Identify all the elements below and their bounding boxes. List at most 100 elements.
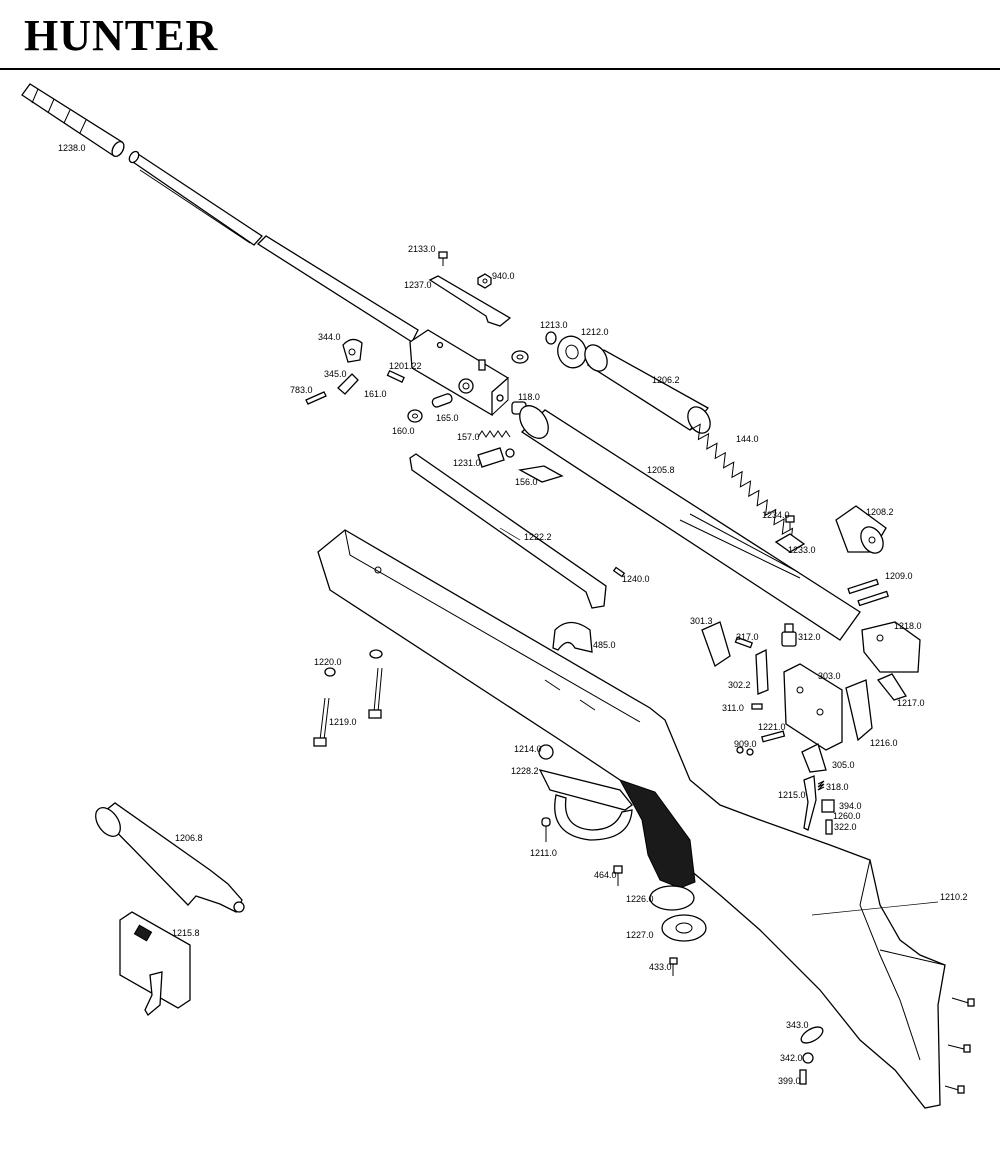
part-screw-322 bbox=[825, 819, 833, 835]
part-label: 322.0 bbox=[834, 822, 857, 832]
page-title: HUNTER bbox=[24, 11, 219, 60]
part-label: 1218.0 bbox=[894, 621, 922, 631]
part-spring-157 bbox=[477, 430, 511, 438]
part-label: 1206.8 bbox=[175, 833, 203, 843]
part-trigger-guard-1228 bbox=[538, 744, 633, 841]
part-label: 1210.2 bbox=[940, 892, 968, 902]
part-label: 302.2 bbox=[728, 680, 751, 690]
part-label: 1220.0 bbox=[314, 657, 342, 667]
part-label: 1201.22 bbox=[389, 361, 422, 371]
part-nut-940 bbox=[477, 273, 492, 289]
part-washer-160 bbox=[407, 409, 423, 423]
part-nut-312 bbox=[781, 623, 797, 647]
part-trigger-305 bbox=[801, 743, 827, 773]
part-label: 1233.0 bbox=[788, 545, 816, 555]
part-label: 1240.0 bbox=[622, 574, 650, 584]
part-compression-tube-1205 bbox=[519, 405, 861, 641]
part-label: 312.0 bbox=[798, 632, 821, 642]
part-label: 1260.0 bbox=[833, 811, 861, 821]
part-label: 940.0 bbox=[492, 271, 515, 281]
part-catch-156 bbox=[518, 465, 564, 483]
part-label: 1215.0 bbox=[778, 790, 806, 800]
part-label: 1238.0 bbox=[58, 143, 86, 153]
part-label: 301.3 bbox=[690, 616, 713, 626]
part-label: 464.0 bbox=[594, 870, 617, 880]
part-pins-1209 bbox=[847, 578, 890, 607]
part-washer-909 bbox=[736, 746, 754, 756]
part-label: 1212.0 bbox=[581, 327, 609, 337]
part-screw-1234 bbox=[785, 515, 795, 530]
part-label: 318.0 bbox=[826, 782, 849, 792]
part-screw-1219 bbox=[313, 667, 383, 747]
part-piston-head-1212 bbox=[557, 335, 587, 369]
part-cocking-lever-1222 bbox=[409, 453, 607, 609]
part-label: 1205.8 bbox=[647, 465, 675, 475]
part-label: 1213.0 bbox=[540, 320, 568, 330]
part-label: 2133.0 bbox=[408, 244, 436, 254]
part-label: 161.0 bbox=[364, 389, 387, 399]
part-label: 1208.2 bbox=[866, 507, 894, 517]
part-spring-guide-1208 bbox=[835, 505, 887, 554]
part-label: 1209.0 bbox=[885, 571, 913, 581]
part-detent-1231 bbox=[477, 447, 515, 468]
part-label: 783.0 bbox=[290, 385, 313, 395]
part-muzzle-weight bbox=[21, 83, 125, 158]
part-washer-118 bbox=[511, 350, 529, 415]
part-lever-302 bbox=[755, 648, 769, 695]
part-label: 118.0 bbox=[518, 392, 540, 402]
part-plate-1216 bbox=[845, 679, 873, 742]
leader-1210-2 bbox=[811, 901, 939, 916]
part-label: 305.0 bbox=[832, 760, 855, 770]
part-label: 1222.2 bbox=[524, 532, 552, 542]
part-labels: 1238.0 2133.0 940.0 1237.0 344.0 1213.0 … bbox=[58, 143, 968, 1086]
part-screw-2133 bbox=[438, 251, 448, 266]
part-barrel bbox=[128, 150, 419, 343]
part-label: 303.0 bbox=[818, 671, 841, 681]
part-sear-1217 bbox=[876, 673, 907, 701]
part-label: 156.0 bbox=[515, 477, 538, 487]
part-trigger-1215 bbox=[803, 775, 817, 831]
part-safety-1218 bbox=[861, 621, 921, 673]
part-pin-165 bbox=[431, 393, 453, 408]
part-mainspring-144 bbox=[689, 423, 794, 544]
part-cylinder-1206-8 bbox=[95, 802, 245, 913]
part-label: 1226.0 bbox=[626, 894, 654, 904]
part-label: 1211.0 bbox=[530, 848, 557, 858]
part-plate-1237 bbox=[428, 275, 512, 327]
part-cylinder-1206 bbox=[584, 344, 711, 434]
part-grip-cap-1226 bbox=[649, 885, 695, 911]
part-pin-345 bbox=[337, 373, 359, 395]
part-label: 1228.2 bbox=[511, 766, 539, 776]
part-label: 345.0 bbox=[324, 369, 347, 379]
part-pin-161 bbox=[386, 369, 405, 383]
part-screw-783 bbox=[305, 391, 327, 405]
part-nut-342 bbox=[802, 1052, 814, 1064]
part-label: 144.0 bbox=[736, 434, 759, 444]
part-label: 909.0 bbox=[734, 739, 757, 749]
part-screw-399 bbox=[799, 1069, 807, 1085]
part-label: 311.0 bbox=[722, 703, 744, 713]
part-label: 1234.0 bbox=[762, 510, 790, 520]
part-label: 1216.0 bbox=[870, 738, 898, 748]
part-label: 1231.0 bbox=[453, 458, 481, 468]
part-label: 1217.0 bbox=[897, 698, 925, 708]
part-label: 343.0 bbox=[786, 1020, 809, 1030]
part-trigger-unit-1215-8 bbox=[119, 911, 191, 1016]
part-label: 160.0 bbox=[392, 426, 415, 436]
part-pin-1240 bbox=[612, 566, 626, 578]
part-label: 433.0 bbox=[649, 962, 672, 972]
part-label: 342.0 bbox=[780, 1053, 803, 1063]
part-label: 165.0 bbox=[436, 413, 459, 423]
part-cocking-link-344 bbox=[342, 338, 363, 363]
leader-1222-2 bbox=[499, 527, 521, 541]
part-nut-394 bbox=[821, 799, 835, 813]
title-divider bbox=[0, 68, 1000, 70]
part-plate-1233 bbox=[774, 533, 806, 553]
part-housing-303 bbox=[783, 663, 843, 751]
part-screw-1211 bbox=[541, 817, 551, 842]
part-clamp-485 bbox=[552, 621, 593, 653]
part-pin-1221 bbox=[761, 730, 786, 743]
part-butt-screws bbox=[944, 997, 975, 1094]
part-trigger-plate-301 bbox=[701, 621, 731, 668]
